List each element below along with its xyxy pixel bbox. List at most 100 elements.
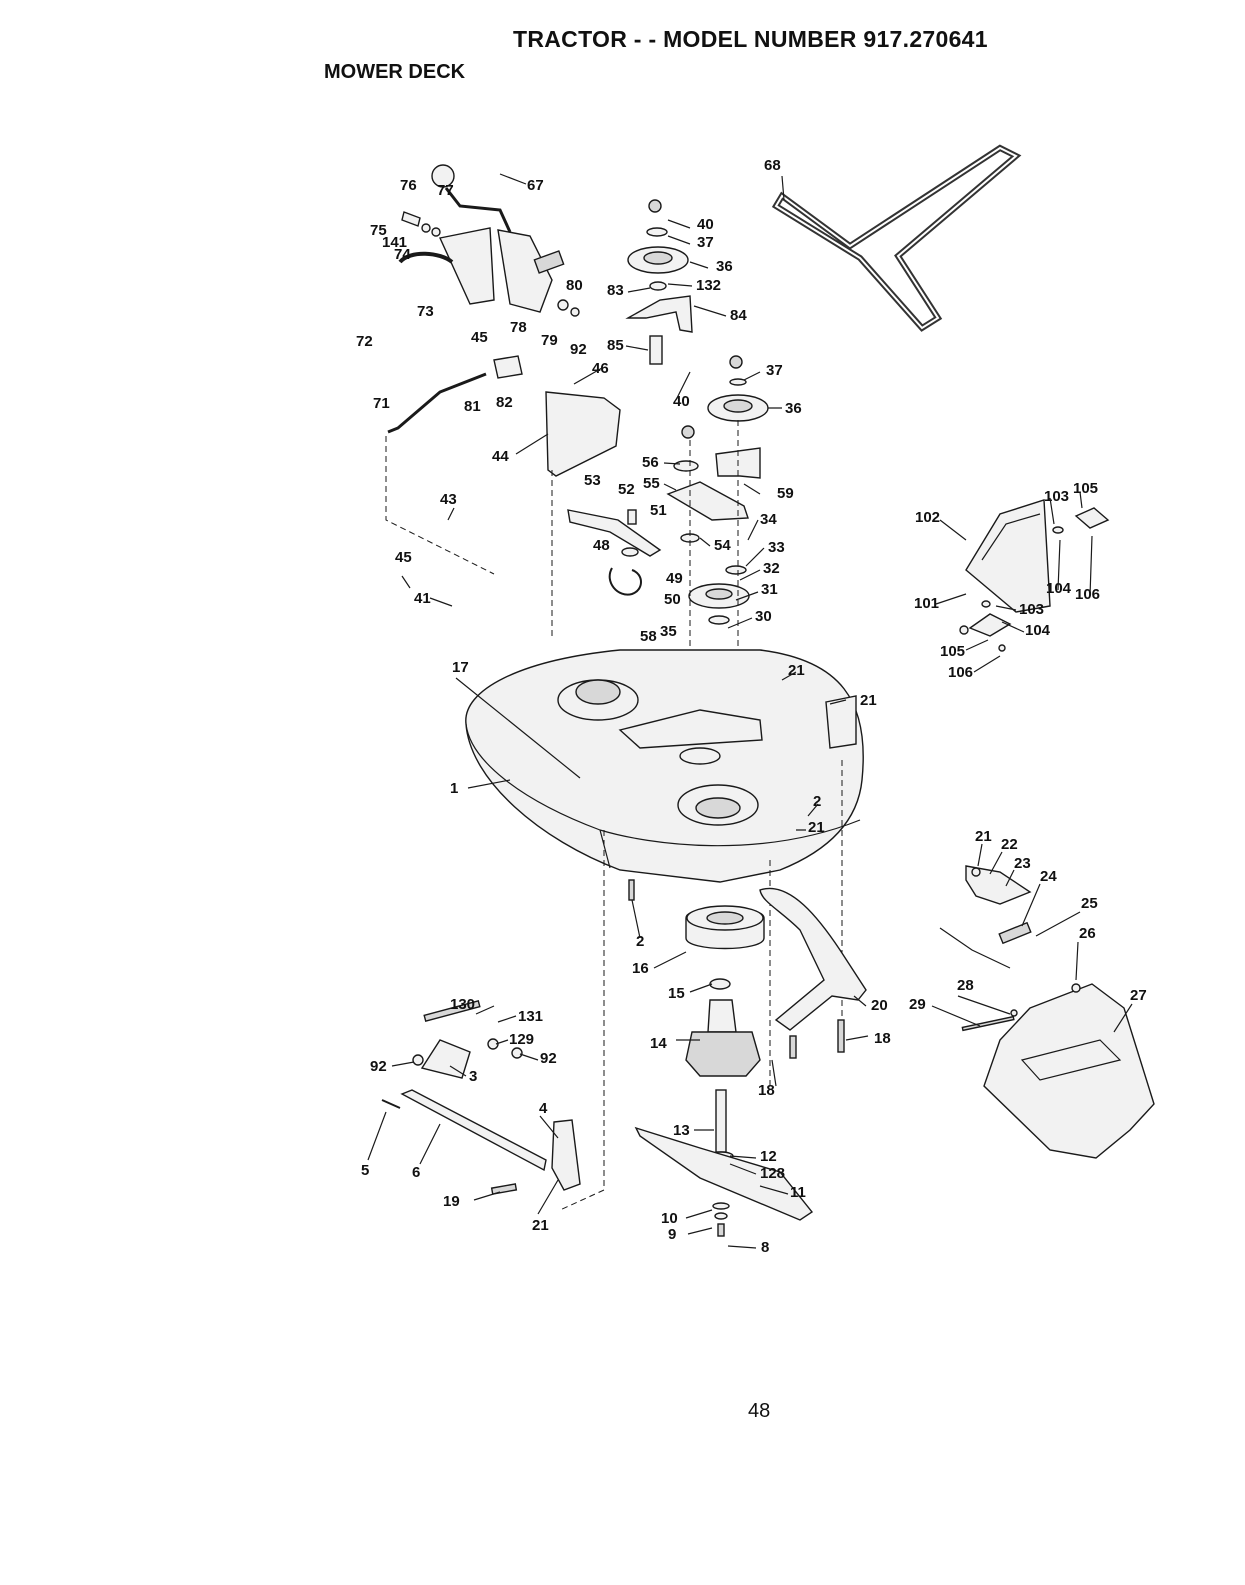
callout: 21 <box>975 828 992 845</box>
callout: 44 <box>492 448 509 465</box>
callout: 132 <box>696 277 721 294</box>
callout: 130 <box>450 996 475 1013</box>
deck-hanger-bracket <box>759 887 867 1059</box>
callout: 67 <box>527 177 544 194</box>
callout: 8 <box>761 1239 769 1256</box>
callout: 40 <box>697 216 714 233</box>
callout: 4 <box>539 1100 548 1117</box>
callout: 35 <box>660 623 677 640</box>
callout: 75 <box>370 222 387 239</box>
callout: 3 <box>469 1068 477 1085</box>
callout: 27 <box>1130 987 1147 1004</box>
callout: 73 <box>417 303 434 320</box>
callout: 84 <box>730 307 747 324</box>
callout: 49 <box>666 570 683 587</box>
front-hanger-assembly <box>381 999 581 1195</box>
callout: 105 <box>1073 480 1098 497</box>
callout: 11 <box>790 1184 806 1201</box>
callout: 1 <box>450 780 458 797</box>
callout: 56 <box>642 454 659 471</box>
callout: 45 <box>395 549 412 566</box>
callout: 25 <box>1081 895 1098 912</box>
callout: 50 <box>664 591 681 608</box>
callout: 85 <box>607 337 624 354</box>
callout: 29 <box>909 996 926 1013</box>
callout: 36 <box>785 400 802 417</box>
callout: 18 <box>758 1082 775 1099</box>
discharge-chute <box>939 865 1155 1159</box>
callout: 55 <box>643 475 660 492</box>
callout: 131 <box>518 1008 543 1025</box>
callout: 53 <box>584 472 601 489</box>
callout: 78 <box>510 319 527 336</box>
callout: 10 <box>661 1210 678 1227</box>
callout: 52 <box>618 481 635 498</box>
callout: 101 <box>914 595 939 612</box>
callout: 40 <box>673 393 690 410</box>
callout: 68 <box>764 157 781 174</box>
callout: 102 <box>915 509 940 526</box>
callout: 20 <box>871 997 888 1014</box>
callout: 30 <box>755 608 772 625</box>
callout: 45 <box>471 329 488 346</box>
callout: 92 <box>370 1058 387 1075</box>
callout: 59 <box>777 485 794 502</box>
callout: 37 <box>697 234 714 251</box>
callout: 74 <box>394 246 411 263</box>
callout: 103 <box>1044 488 1069 505</box>
callout: 21 <box>532 1217 549 1234</box>
callout: 21 <box>860 692 877 709</box>
callout: 82 <box>496 394 513 411</box>
callout: 43 <box>440 491 457 508</box>
callout: 106 <box>1075 586 1100 603</box>
callout: 16 <box>632 960 649 977</box>
lift-lever-assembly <box>385 164 580 575</box>
callout: 128 <box>760 1165 785 1182</box>
callout: 15 <box>668 985 685 1002</box>
callout: 106 <box>948 664 973 681</box>
callout: 9 <box>668 1226 676 1243</box>
callout: 23 <box>1014 855 1031 872</box>
callout: 76 <box>400 177 417 194</box>
callout: 28 <box>957 977 974 994</box>
callout: 12 <box>760 1148 777 1165</box>
spindle-assembly <box>628 879 814 1237</box>
callout: 92 <box>570 341 587 358</box>
callout: 58 <box>640 628 657 645</box>
callout: 104 <box>1046 580 1072 597</box>
callout: 81 <box>464 398 481 415</box>
callout: 71 <box>373 395 390 412</box>
belt-illustration <box>771 144 1022 332</box>
callout: 5 <box>361 1162 369 1179</box>
page-title: TRACTOR - - MODEL NUMBER 917.270641 <box>513 26 988 52</box>
callout: 22 <box>1001 836 1018 853</box>
callout: 79 <box>541 332 558 349</box>
callout: 37 <box>766 362 783 379</box>
callout: 24 <box>1040 868 1057 885</box>
callout: 103 <box>1019 601 1044 618</box>
callout: 2 <box>813 793 821 810</box>
callout: 36 <box>716 258 733 275</box>
mulch-cover <box>959 499 1110 652</box>
callout: 141 <box>382 234 407 251</box>
callout: 14 <box>650 1035 667 1052</box>
callout: 80 <box>566 277 583 294</box>
callout: 26 <box>1079 925 1096 942</box>
callout: 18 <box>874 1030 891 1047</box>
callout: 19 <box>443 1193 460 1210</box>
mower-deck-illustration <box>465 649 864 1211</box>
callout: 105 <box>940 643 965 660</box>
leader-lines <box>367 173 1133 1249</box>
callout: 77 <box>437 182 454 199</box>
callout: 13 <box>673 1122 690 1139</box>
callout: 51 <box>650 502 667 519</box>
callout-labels: 76 77 67 75 141 74 73 80 78 79 92 72 45 … <box>356 157 1147 1256</box>
callout: 104 <box>1025 622 1051 639</box>
callout: 17 <box>452 659 469 676</box>
callout: 33 <box>768 539 785 556</box>
callout: 129 <box>509 1031 534 1048</box>
callout: 83 <box>607 282 624 299</box>
callout: 72 <box>356 333 373 350</box>
callout: 54 <box>714 537 731 554</box>
